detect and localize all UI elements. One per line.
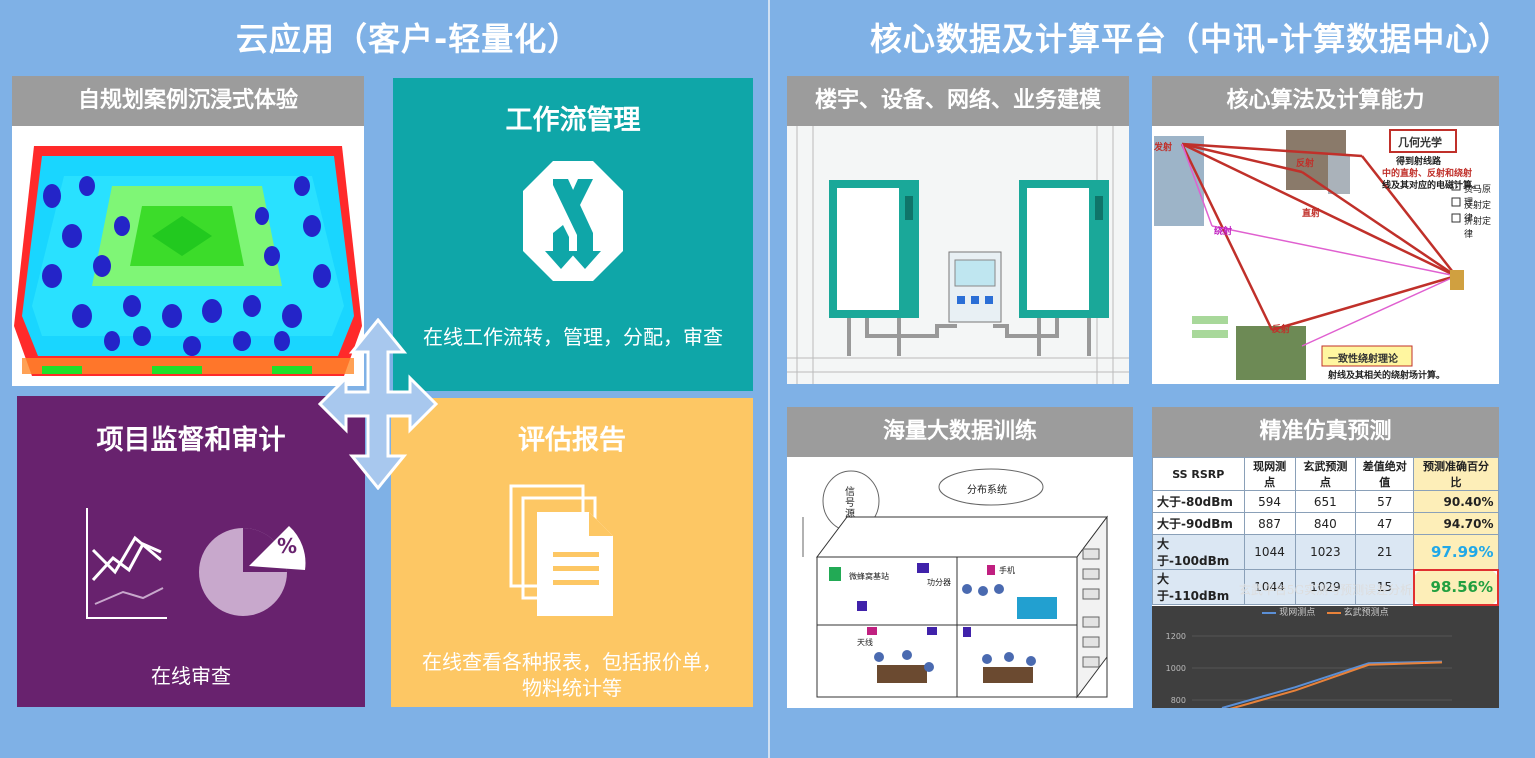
audit-description: 在线审查 [151,664,231,688]
workflow-description: 在线工作流转，管理，分配，审查 [423,325,723,349]
series-line-1 [1221,660,1443,708]
table-row: 大于-100dBm 1044 1023 21 97.99% [1152,534,1499,570]
legend-label-series1: 现网测点 [1279,608,1316,618]
table-cell: 15 [1355,569,1415,605]
table-cell: 840 [1294,512,1357,535]
table-cell: 97.99% [1413,534,1499,570]
table-cell: 大于-90dBm [1152,512,1245,535]
training-building-diagram: 信号源 分布系统 微蜂窝基站 功分器 天线 手机 [787,457,1133,708]
signal-source-label: 信号源 [845,487,855,520]
series-line-2 [1229,661,1443,708]
immersive-heatmap-image [12,126,364,386]
simulation-panel: SS RSRP 现网测点 玄武预测点 差值绝对值 预测准确百分比 大于-80dB… [1152,457,1499,708]
table-cell: 887 [1243,512,1296,535]
modeling-panel-title: 楼宇、设备、网络、业务建模 [787,76,1129,126]
reflect-ray-label: 反射 [1296,159,1315,169]
table-header-cell: SS RSRP [1152,457,1245,491]
table-cell: 90.40% [1413,490,1499,513]
table-cell: 651 [1294,490,1357,513]
immersive-panel-title: 自规划案例沉浸式体验 [12,76,364,126]
document-icon [509,484,619,618]
left-section-title: 云应用（客户-轻量化） [236,20,581,58]
audit-chart-icons: % [83,508,323,628]
table-cell: 57 [1355,490,1415,513]
chart-legend: 现网测点 玄武预测点 [1152,605,1499,618]
table-cell: 大于-100dBm [1152,534,1245,570]
ray-result-line4: 射线及其相关的绕射场计算。 [1328,371,1446,381]
report-title: 评估报告 [518,425,626,456]
chart-title: 玄武平台5G实测与预测误差分析 [1238,583,1413,597]
geo-optics-label: 几何光学 [1398,136,1442,149]
table-cell: 1044 [1243,534,1296,570]
algorithm-panel-title: 核心算法及计算能力 [1152,76,1499,126]
training-panel-title: 海量大数据训练 [787,407,1133,457]
direct-ray-label: 直射 [1302,209,1321,219]
table-header-cell: 现网测点 [1243,457,1296,491]
table-cell: 21 [1355,534,1415,570]
splitter-label: 功分器 [927,578,951,587]
table-cell: 594 [1243,490,1296,513]
transmitter-label: 发射 [1154,143,1173,153]
four-way-arrow-icon [317,317,439,491]
table-cell: 1023 [1294,534,1357,570]
uniform-theory-label: 一致性绕射理论 [1328,354,1398,365]
distributed-system-label: 分布系统 [967,485,1007,496]
workflow-icon [523,161,623,281]
table-header-cell: 预测准确百分比 [1413,457,1499,491]
simulation-panel-title: 精准仿真预测 [1152,407,1499,457]
y-tick-label: 800 [1171,696,1186,705]
error-analysis-line-chart: 1200 1000 800 [1166,632,1452,708]
reflect-ray-label-2: 反射 [1272,325,1291,335]
legend-swatch-series2 [1326,611,1341,614]
workflow-title: 工作流管理 [505,105,641,136]
pie-percent-label: % [277,534,298,558]
table-header-row: SS RSRP 现网测点 玄武预测点 差值绝对值 预测准确百分比 [1152,457,1499,491]
table-cell: 1044 [1243,569,1296,605]
report-description-line2: 物料统计等 [522,676,622,700]
y-tick-label: 1200 [1166,632,1186,641]
modeling-equipment-image [787,126,1129,384]
section-divider [768,0,770,758]
table-cell: 大于-80dBm [1152,490,1245,513]
workflow-card[interactable]: 工作流管理 在线工作流转，管理，分配，审查 [393,78,753,391]
base-station-label: 微蜂窝基站 [849,572,889,581]
ray-result-line2: 中的直射、反射和绕射 [1382,169,1473,179]
fermat-label: 费马原理 [1464,185,1492,208]
ray-result-line1: 得到射线路 [1396,157,1442,167]
report-description-line1: 在线查看各种报表，包括报价单， [422,650,722,674]
table-row: 大于-80dBm 594 651 57 90.40% [1152,490,1499,513]
antenna-label: 天线 [857,638,873,647]
right-section-title: 核心数据及计算平台（中讯-计算数据中心） [870,20,1512,58]
table-header-cell: 差值绝对值 [1355,457,1415,491]
ray-result-line3: 线及其对应的电磁计算。 [1382,181,1482,191]
table-cell: 大于-110dBm [1152,569,1245,605]
prediction-accuracy-table: SS RSRP 现网测点 玄武预测点 差值绝对值 预测准确百分比 大于-80dB… [1152,457,1499,606]
reflection-law-label: 反射定律 [1464,201,1492,224]
table-header-cell: 玄武预测点 [1294,457,1357,491]
report-card[interactable]: 评估报告 在线查看各种报表，包括报价单， 物料统计等 [391,398,753,707]
table-row: 大于-90dBm 887 840 47 94.70% [1152,512,1499,535]
table-cell: 47 [1355,512,1415,535]
table-cell: 98.56% [1412,568,1499,606]
table-cell: 1029 [1294,569,1357,605]
legend-label-series2: 玄武预测点 [1343,608,1389,618]
diffract-ray-label: 绕射 [1214,227,1233,237]
audit-card[interactable]: 项目监督和审计 % 在线审查 [17,396,365,707]
audit-title: 项目监督和审计 [96,425,286,456]
table-row: 大于-110dBm 1044 1029 15 98.56% [1152,568,1499,606]
refraction-law-label: 折射定律 [1464,217,1492,240]
table-cell: 94.70% [1413,512,1499,535]
phone-label: 手机 [999,566,1015,575]
y-tick-label: 1000 [1166,664,1186,673]
algorithm-ray-tracing-image: 几何光学 得到射线路 中的直射、反射和绕射 线及其对应的电磁计算。 费马原理 反… [1152,126,1499,384]
legend-swatch-series1 [1262,611,1277,614]
